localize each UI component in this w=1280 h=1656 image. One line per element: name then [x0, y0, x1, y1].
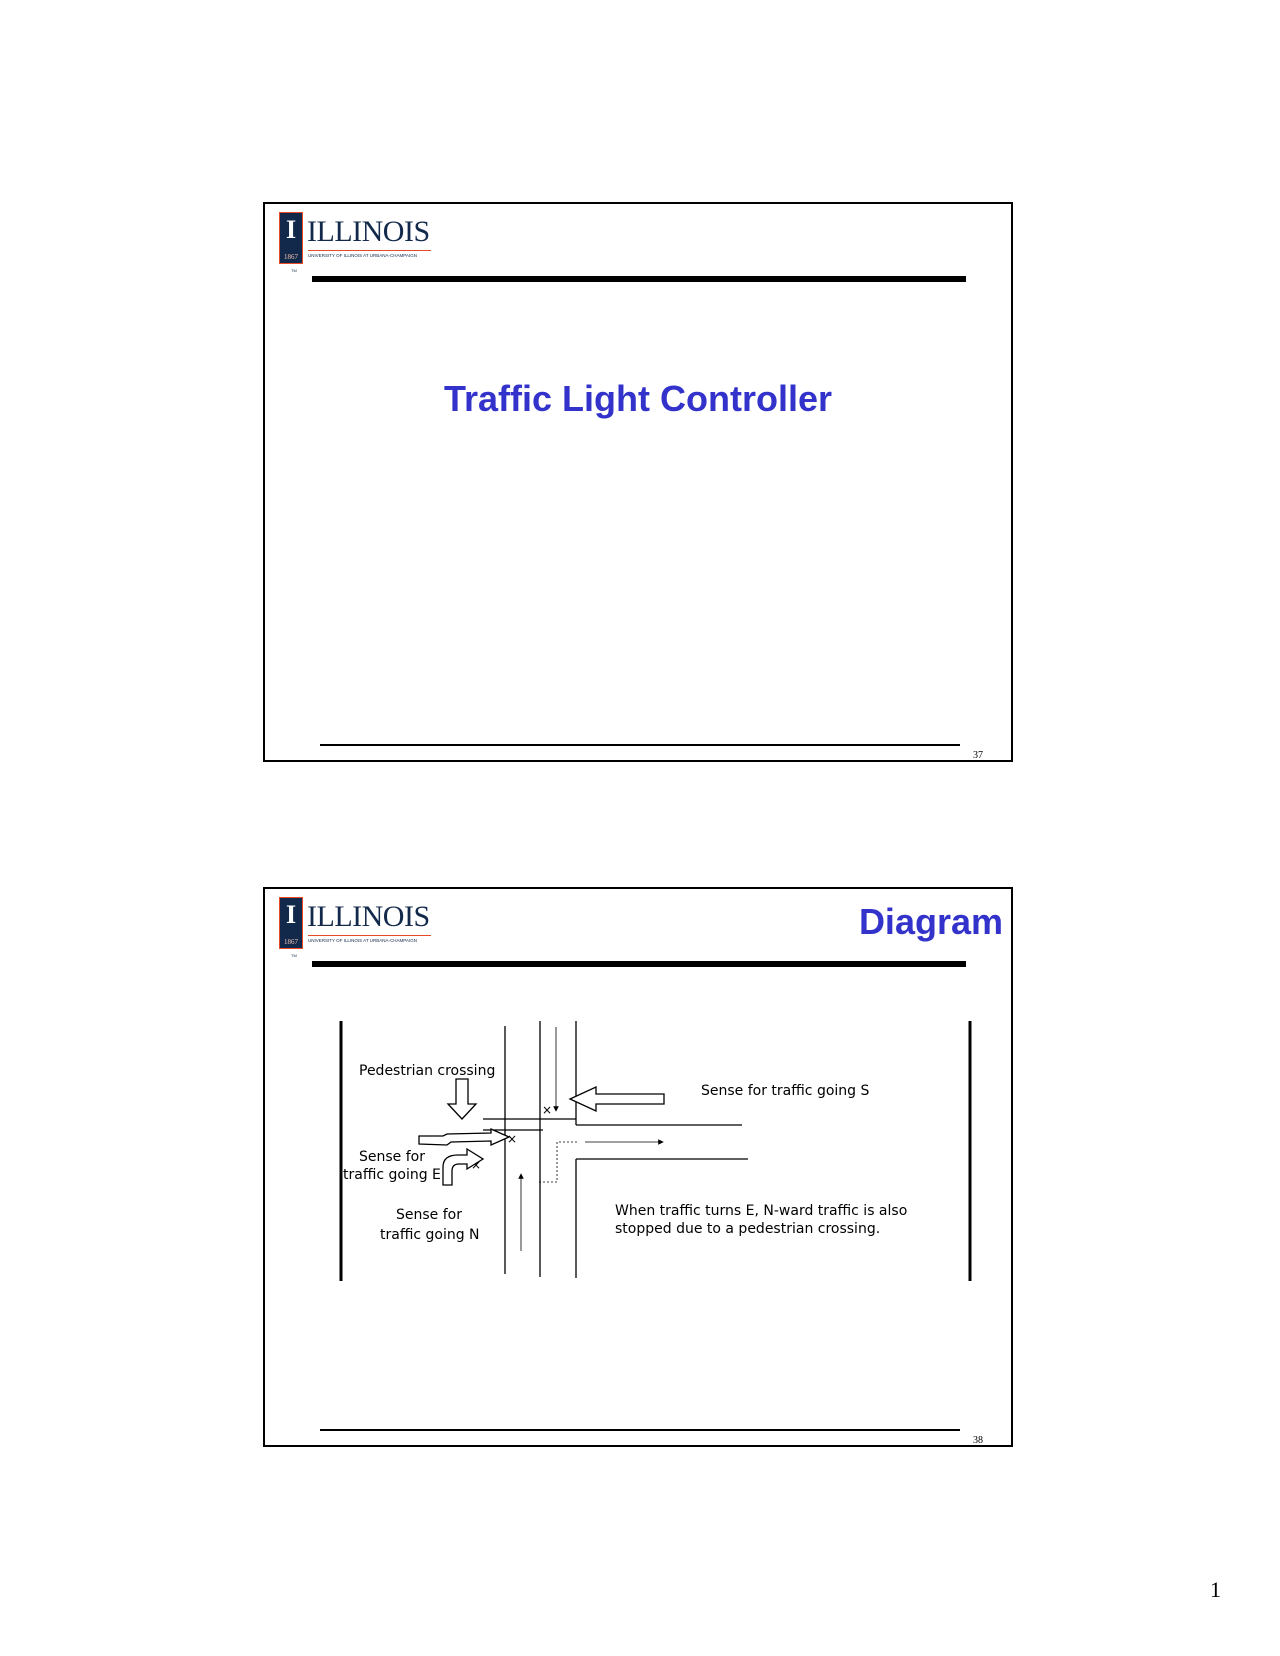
logo-wordmark: ILLINOIS — [307, 215, 430, 248]
illinois-logo: I 1867 ILLINOIS UNIVERSITY OF ILLINOIS A… — [277, 895, 437, 958]
label-sense-north-line1: Sense for — [396, 1207, 462, 1223]
header-bar — [312, 961, 966, 967]
illinois-logo: I 1867 ILLINOIS UNIVERSITY OF ILLINOIS A… — [277, 210, 437, 273]
header-bar — [312, 276, 966, 282]
footer-rule — [320, 1429, 960, 1431]
page-number: 1 — [1210, 1577, 1221, 1602]
label-sense-east-line2: traffic going E — [343, 1167, 441, 1183]
slide-38: I 1867 ILLINOIS UNIVERSITY OF ILLINOIS A… — [263, 887, 1013, 1447]
footer-rule — [320, 744, 960, 746]
logo-tagline: UNIVERSITY OF ILLINOIS AT URBANA-CHAMPAI… — [308, 938, 417, 943]
sensor-mark: × — [471, 1158, 481, 1172]
logo-initial: I — [285, 215, 297, 244]
slide-number: 38 — [973, 1435, 983, 1446]
note-line1: When traffic turns E, N-ward traffic is … — [615, 1203, 907, 1219]
slide-title: Diagram — [858, 901, 1003, 942]
logo-initial: I — [285, 900, 297, 929]
sense-south-arrow-icon — [568, 1085, 665, 1113]
label-sense-south: Sense for traffic going S — [701, 1083, 869, 1099]
logo-year: 1867 — [284, 938, 298, 946]
note-line2: stopped due to a pedestrian crossing. — [615, 1221, 880, 1237]
logo-i-block: I 1867 — [279, 897, 303, 949]
logo-wordmark: ILLINOIS — [307, 900, 430, 933]
turn-path-dotted — [539, 1141, 577, 1183]
logo-rule — [308, 935, 431, 936]
logo-year: 1867 — [284, 253, 298, 261]
sensor-mark: × — [507, 1132, 517, 1146]
logo-tagline: UNIVERSITY OF ILLINOIS AT URBANA-CHAMPAI… — [308, 253, 417, 258]
sensor-mark: × — [542, 1103, 552, 1117]
label-pedestrian-crossing: Pedestrian crossing — [359, 1063, 495, 1079]
sense-north-arrow-icon — [442, 1147, 485, 1186]
pedestrian-arrow-icon — [446, 1078, 478, 1120]
label-sense-east-line1: Sense for — [359, 1149, 425, 1165]
slide-number: 37 — [973, 750, 983, 761]
slide-title: Traffic Light Controller — [443, 378, 832, 419]
logo-i-block: I 1867 — [279, 212, 303, 264]
label-sense-north-line2: traffic going N — [380, 1227, 480, 1243]
sense-east-arrow-icon — [418, 1127, 511, 1147]
intersection-diagram: × × × Pedestrian crossing Sense for traf… — [339, 1021, 972, 1281]
logo-trademark: TM — [291, 268, 297, 273]
slide-37: I 1867 ILLINOIS UNIVERSITY OF ILLINOIS A… — [263, 202, 1013, 762]
logo-trademark: TM — [291, 953, 297, 958]
logo-rule — [308, 250, 431, 251]
